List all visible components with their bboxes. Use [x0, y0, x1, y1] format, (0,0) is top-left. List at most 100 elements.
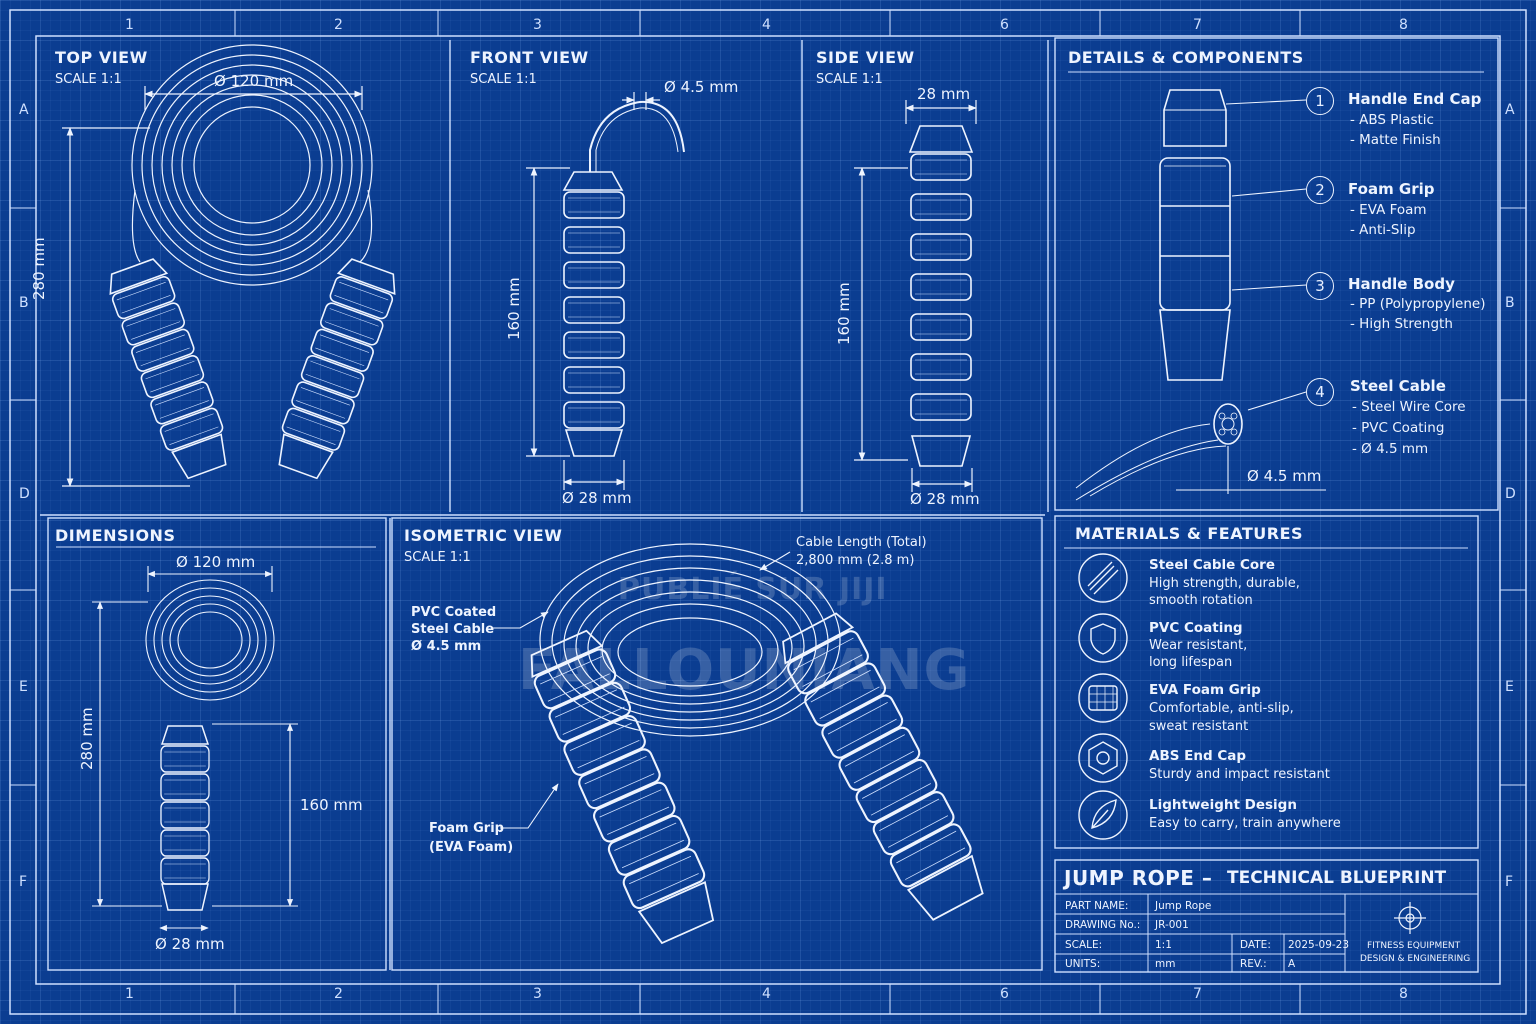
detail-item-title: Handle End Cap: [1348, 90, 1482, 108]
crosshair-logo-icon: [1394, 902, 1426, 934]
foam-label-line1: Foam Grip: [429, 821, 504, 836]
detail-item-title: Handle Body: [1348, 275, 1455, 293]
foam-icon: [1078, 673, 1128, 723]
front-view-drawing: [526, 92, 685, 490]
grid-col-label: 3: [533, 986, 542, 1002]
grid-row-label: E: [19, 679, 28, 695]
revision-value: A: [1288, 958, 1296, 970]
grid-col-label: 1: [125, 17, 134, 33]
detail-item-line: - Ø 4.5 mm: [1352, 441, 1429, 457]
material-item-title: PVC Coating: [1149, 620, 1243, 636]
material-item-line: sweat resistant: [1149, 719, 1249, 734]
date-value: 2025-09-23: [1288, 939, 1350, 951]
drawing-number-value: JR-001: [1155, 919, 1189, 931]
grid-row-label: B: [19, 295, 29, 311]
side-view-width: Ø 28 mm: [910, 490, 980, 508]
material-item-line: Wear resistant,: [1149, 638, 1248, 653]
callout-number: 1: [1306, 87, 1334, 115]
grid-row-label: B: [1505, 295, 1515, 311]
grid-col-label: 1: [125, 986, 134, 1002]
pvc-label-line3: Ø 4.5 mm: [411, 639, 482, 654]
units-value: mm: [1155, 958, 1176, 970]
units-label: UNITS:: [1065, 958, 1101, 970]
isometric-title: ISOMETRIC VIEW: [404, 526, 563, 545]
callout-number: 4: [1306, 378, 1334, 406]
detail-item-line: - Steel Wire Core: [1352, 399, 1466, 415]
title-block-subtitle: TECHNICAL BLUEPRINT: [1227, 868, 1447, 888]
detail-item-title: Steel Cable: [1350, 377, 1446, 395]
details-title: DETAILS & COMPONENTS: [1068, 48, 1304, 67]
revision-label: REV.:: [1240, 958, 1267, 970]
grid-col-label: 8: [1399, 986, 1408, 1002]
grid-col-label: 4: [762, 986, 771, 1002]
detail-item-line: - PP (Polypropylene): [1350, 296, 1486, 312]
materials-icons: [1078, 553, 1128, 840]
grid-row-label: E: [1505, 679, 1514, 695]
grid-col-label: 4: [762, 17, 771, 33]
details-drawing: [1075, 89, 1243, 501]
company-line1: FITNESS EQUIPMENT: [1367, 941, 1461, 951]
part-name-value: Jump Rope: [1155, 900, 1212, 912]
materials-title: MATERIALS & FEATURES: [1075, 524, 1304, 543]
material-item-title: ABS End Cap: [1149, 748, 1247, 764]
top-view-scale: SCALE 1:1: [55, 72, 122, 87]
front-view-length: 160 mm: [505, 277, 523, 340]
scale-label: SCALE:: [1065, 939, 1103, 951]
detail-item-line: - EVA Foam: [1350, 202, 1427, 218]
detail-item-line: - Anti-Slip: [1350, 222, 1416, 238]
grid-row-label: D: [1505, 486, 1516, 502]
detail-item-line: - Matte Finish: [1350, 132, 1441, 148]
top-view-height: 280 mm: [30, 237, 48, 300]
front-view-title: FRONT VIEW: [470, 48, 589, 67]
material-item-line: Sturdy and impact resistant: [1149, 767, 1330, 782]
pvc-label-line1: PVC Coated: [411, 605, 497, 620]
detail-item-line: - PVC Coating: [1352, 420, 1445, 436]
front-view-scale: SCALE 1:1: [470, 72, 537, 87]
grid-row-label: F: [1505, 874, 1514, 890]
material-item-line: Easy to carry, train anywhere: [1149, 816, 1341, 831]
date-label: DATE:: [1240, 939, 1271, 951]
dimensions-title: DIMENSIONS: [55, 526, 176, 545]
cable-length-label: Cable Length (Total): [796, 535, 927, 550]
grid-row-label: D: [19, 486, 30, 502]
detail-item-line: - ABS Plastic: [1350, 112, 1434, 128]
part-name-label: PART NAME:: [1065, 900, 1129, 912]
material-item-title: Lightweight Design: [1149, 797, 1297, 813]
material-item-line: smooth rotation: [1149, 593, 1253, 608]
top-view-diameter: Ø 120 mm: [214, 72, 294, 90]
side-view-title: SIDE VIEW: [816, 48, 915, 67]
front-view-width: Ø 28 mm: [562, 489, 632, 507]
material-item-title: EVA Foam Grip: [1149, 682, 1261, 698]
grid-col-label: 8: [1399, 17, 1408, 33]
callout-number: 2: [1306, 176, 1334, 204]
detail-item-line: - High Strength: [1350, 316, 1453, 332]
watermark-line1: PUBLIÉ SUR JIJI: [618, 572, 888, 607]
grid-col-label: 6: [1000, 986, 1009, 1002]
material-item-title: Steel Cable Core: [1149, 557, 1275, 573]
top-view-title: TOP VIEW: [55, 48, 148, 67]
front-view-cable-diameter: Ø 4.5 mm: [664, 78, 739, 96]
grid-col-label: 2: [334, 986, 343, 1002]
isometric-scale: SCALE 1:1: [404, 550, 471, 565]
material-item-line: long lifespan: [1149, 655, 1233, 670]
side-view-top-width: 28 mm: [917, 85, 971, 103]
material-item-line: Comfortable, anti-slip,: [1149, 701, 1294, 716]
detail-cable-diameter: Ø 4.5 mm: [1247, 467, 1322, 485]
drawing-number-label: DRAWING No.:: [1065, 919, 1141, 931]
material-item-line: High strength, durable,: [1149, 576, 1300, 591]
grid-row-label: A: [19, 102, 29, 118]
company-line2: DESIGN & ENGINEERING: [1360, 954, 1471, 964]
cable-length-value: 2,800 mm (2.8 m): [796, 553, 915, 568]
dimensions-height: 280 mm: [78, 707, 96, 770]
grid-col-label: 3: [533, 17, 542, 33]
title-block-title: JUMP ROPE –: [1064, 866, 1213, 890]
grid-col-label: 7: [1193, 986, 1202, 1002]
detail-item-title: Foam Grip: [1348, 180, 1435, 198]
side-view-drawing: [854, 100, 977, 492]
dimensions-diameter: Ø 120 mm: [176, 553, 256, 571]
foam-label-line2: (EVA Foam): [429, 840, 514, 855]
grid-col-label: 6: [1000, 17, 1009, 33]
dimensions-width: Ø 28 mm: [155, 935, 225, 953]
